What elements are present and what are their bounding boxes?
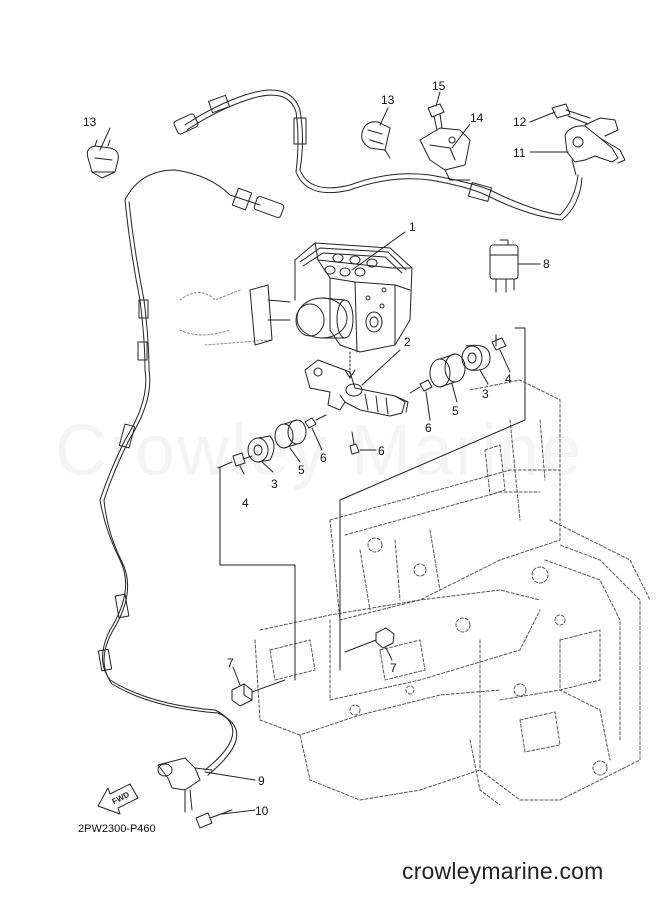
- damper-set-left: [232, 414, 327, 467]
- bolt-7-right: [344, 627, 395, 653]
- callout-8: 8: [543, 257, 550, 271]
- bolt-10: [195, 809, 233, 829]
- clamp-13-left: [86, 139, 119, 179]
- callout-5-right: 5: [452, 404, 459, 418]
- rear-wheel-sensor-9: [157, 757, 213, 813]
- bolt-15: [427, 103, 445, 131]
- abs-hydraulic-unit-1: [249, 242, 413, 353]
- callout-10: 10: [255, 804, 269, 818]
- callout-9: 9: [258, 774, 265, 788]
- connector-8: [489, 239, 519, 293]
- callout-4-right: 4: [505, 372, 512, 386]
- callout-4-left: 4: [242, 496, 249, 510]
- callout-numbers: 1 2 3 3 4 4 5 5 6 6 6 7 7 8 9 10 11 12 1…: [83, 79, 550, 818]
- callout-5-left: 5: [298, 463, 305, 477]
- front-sensor-lead: [184, 89, 579, 216]
- leader-lines: [99, 91, 569, 815]
- wire-clips: [97, 299, 149, 672]
- callout-13-left: 13: [83, 115, 97, 129]
- wheel-sensor-lead: [99, 169, 234, 771]
- callout-6-right: 6: [425, 421, 432, 435]
- site-url: crowleymarine.com: [402, 858, 604, 884]
- callout-12: 12: [513, 115, 527, 129]
- callout-14: 14: [470, 111, 484, 125]
- callout-7-left: 7: [227, 656, 234, 670]
- callout-15: 15: [432, 79, 446, 93]
- front-wheel-sensor-11: [564, 117, 626, 176]
- damper-set-right: [349, 334, 507, 455]
- callout-3-right: 3: [482, 387, 489, 401]
- callout-6-mid: 6: [378, 444, 385, 458]
- callout-11: 11: [513, 146, 526, 160]
- bracket-14: [419, 127, 471, 181]
- diagram-code: 2PW2300-P460: [78, 823, 156, 835]
- mount-bracket-2: [304, 359, 409, 417]
- callout-6-left: 6: [320, 451, 327, 465]
- fwd-arrow: [97, 783, 139, 815]
- callout-7-right: 7: [390, 661, 397, 675]
- clamp-13-top: [361, 121, 391, 159]
- callout-1: 1: [409, 220, 416, 234]
- vehicle-frame: [254, 379, 651, 806]
- callout-2: 2: [404, 335, 411, 349]
- callout-13-top: 13: [381, 93, 395, 107]
- bolt-7-left: [231, 679, 286, 707]
- watermark-text: Crowley Marine: [55, 410, 583, 492]
- bolt-12: [551, 103, 591, 125]
- callout-3-left: 3: [271, 477, 278, 491]
